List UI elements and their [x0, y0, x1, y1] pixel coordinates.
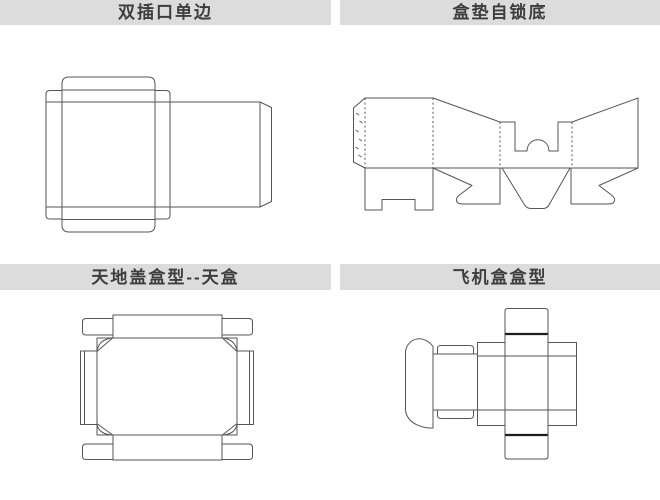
- main-panel-and-folds: [45, 90, 261, 220]
- lock-bottom-flaps: [364, 167, 639, 211]
- lid-top-panel: [96, 337, 238, 436]
- panel-title-top-bottom-lid: 天地盖盒型--天盒: [0, 264, 331, 290]
- side-walls: [80, 350, 254, 425]
- glue-flap: [353, 97, 366, 169]
- corner-gussets: [96, 337, 238, 436]
- end-tabs: [82, 318, 253, 460]
- diagram-airplane-box-dieline: [405, 308, 577, 460]
- back-panel-glue-flap: [259, 101, 272, 208]
- curved-tuck-tongue: [405, 338, 434, 429]
- diagram-self-lock-bottom-dieline: [353, 97, 639, 211]
- body-outline: [364, 97, 639, 169]
- right-dust-flaps: [154, 90, 171, 220]
- center-column: [504, 308, 549, 460]
- diagram-lid-tray-dieline: [80, 314, 254, 461]
- front-band-and-dust-flaps: [432, 345, 478, 429]
- panel-title-double-tuck: 双插口单边: [0, 0, 331, 25]
- tuck-flaps: [61, 76, 156, 233]
- top-bottom-walls: [112, 314, 223, 461]
- panel-title-self-lock-bottom: 盒垫自锁底: [340, 0, 660, 25]
- side-panels: [477, 342, 577, 426]
- panel-title-airplane-box: 飞机盒盒型: [340, 264, 660, 290]
- left-side-wall-and-dust-flaps: [45, 90, 63, 220]
- diagram-double-tuck-dieline: [45, 76, 272, 233]
